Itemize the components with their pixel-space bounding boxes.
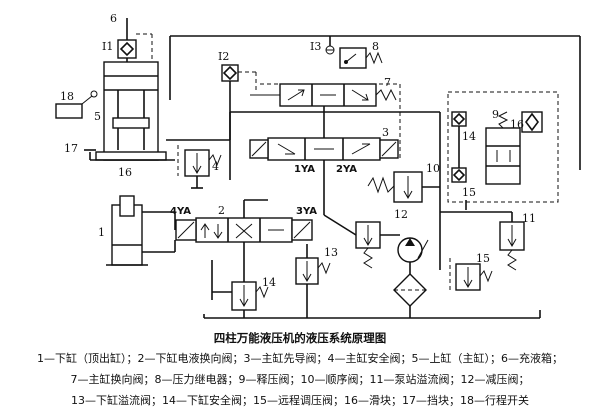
label-2ya: 2YA	[336, 164, 357, 175]
label-2: 2	[218, 204, 225, 217]
label-18: 18	[60, 90, 74, 103]
label-4ya: 4YA	[170, 206, 191, 217]
lower-cylinder-valve-2	[175, 217, 313, 243]
label-16a: 16	[118, 166, 132, 179]
legend-line-1: 1—下缸（顶出缸）；2—下缸电液换向阀；3—主缸先导阀；4—主缸安全阀；5—上缸…	[37, 352, 563, 365]
diagram-caption: 四柱万能液压机的液压系统原理图	[213, 331, 387, 345]
label-7: 7	[384, 76, 391, 89]
label-16b: 16	[510, 118, 524, 131]
label-14b: 14	[262, 276, 276, 289]
label-1: 1	[98, 226, 105, 239]
prefill-tank	[117, 30, 153, 62]
label-12: 12	[394, 208, 408, 221]
upper-main-cylinder	[103, 61, 159, 161]
label-15a: 15	[462, 186, 476, 199]
label-9: 9	[492, 108, 499, 121]
label-8: 8	[372, 40, 379, 53]
label-3: 3	[382, 126, 389, 139]
label-6: 6	[110, 12, 117, 25]
hydraulic-schematic: 6 I1 I2 I3 8 5 18 17 16 4 7 3 1YA 2YA 10…	[55, 12, 581, 319]
label-14a: 14	[462, 130, 476, 143]
main-directional-valve-7	[250, 83, 397, 107]
label-5: 5	[94, 110, 101, 123]
pilot-valve-3	[249, 137, 399, 161]
label-1ya: 1YA	[294, 164, 315, 175]
label-i3: I3	[310, 40, 321, 53]
label-3ya: 3YA	[296, 206, 317, 217]
label-15b: 15	[476, 252, 490, 265]
label-i1: I1	[102, 40, 113, 53]
label-17: 17	[64, 142, 78, 155]
label-i2: I2	[218, 50, 229, 63]
label-10: 10	[426, 162, 440, 175]
limit-switch	[55, 103, 83, 119]
label-11: 11	[522, 212, 536, 225]
lower-ejector-cylinder	[106, 195, 175, 266]
legend-line-3: 13—下缸溢流阀；14—下缸安全阀；15—远程调压阀；16—滑块；17—挡块；1…	[71, 394, 529, 407]
slider-block	[95, 151, 167, 161]
label-4: 4	[212, 160, 219, 173]
label-13: 13	[324, 246, 338, 259]
legend-line-2: 7—主缸换向阀；8—压力继电器；9—释压阀；10—顺序阀；11—泵站溢流阀；12…	[70, 373, 530, 386]
